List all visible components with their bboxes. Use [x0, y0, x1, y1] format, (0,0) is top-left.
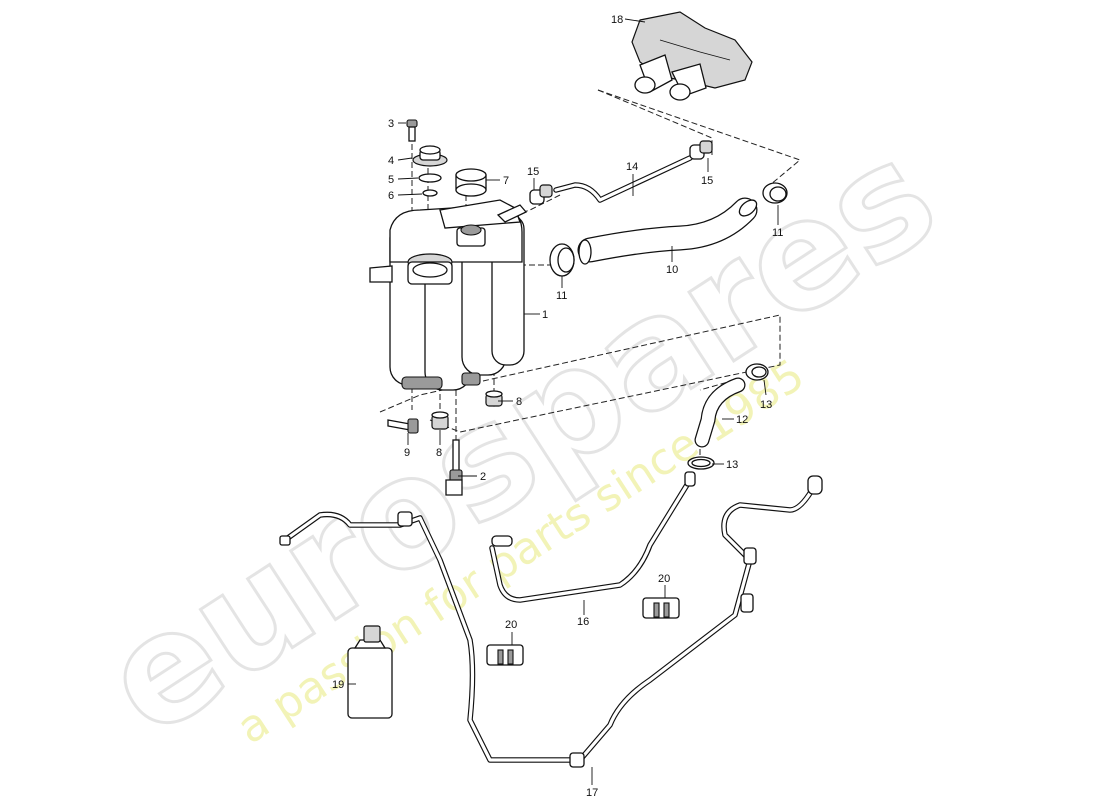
- callout-13-b: 13: [726, 459, 738, 471]
- callout-5: 5: [388, 174, 394, 186]
- callout-16: 16: [577, 616, 589, 628]
- part-12-elbow-hose: [694, 377, 746, 448]
- part-15-clamp: [529, 184, 553, 205]
- part-10-coolant-hose: [577, 197, 758, 265]
- part-15-clamp-b: [689, 140, 713, 160]
- callout-15: 15: [527, 166, 539, 178]
- part-11-clamp: [549, 243, 575, 277]
- callout-8: 8: [516, 396, 522, 408]
- callout-13: 13: [760, 399, 772, 411]
- part-14-hose: [553, 155, 693, 203]
- callout-11: 11: [556, 290, 567, 302]
- part-18-filler-housing: [631, 11, 753, 101]
- callout-7: 7: [503, 175, 509, 187]
- part-20-clip-b: [642, 597, 680, 619]
- part-9-bolt: [387, 418, 419, 434]
- callout-8-b: 8: [436, 447, 442, 459]
- part-7-filler-cap: [455, 168, 487, 197]
- callout-2: 2: [480, 471, 486, 483]
- part-13-clamp-b: [687, 456, 715, 470]
- part-13-clamp: [745, 363, 769, 381]
- callout-18: 18: [611, 14, 623, 26]
- part-17-long-pipe: [279, 475, 823, 768]
- callout-19: 19: [332, 679, 344, 691]
- callout-1: 1: [542, 309, 548, 321]
- part-8-grommet: [485, 390, 503, 407]
- callout-3: 3: [388, 118, 394, 130]
- callout-17: 17: [586, 787, 598, 799]
- callout-labels: 1 2 3 4 5 6 7 8 8 9 10 11 11 12 13 13 14…: [332, 14, 783, 799]
- callout-20: 20: [505, 619, 517, 631]
- part-11-clamp-b: [762, 182, 788, 204]
- part-4-valve-cap: [412, 145, 448, 167]
- callout-14: 14: [626, 161, 638, 173]
- callout-20-b: 20: [658, 573, 670, 585]
- part-1-expansion-tank: [369, 199, 528, 391]
- part-20-clip: [486, 644, 524, 666]
- callout-15-b: 15: [701, 175, 713, 187]
- leader-lines: [348, 18, 779, 785]
- part-16-pipe: [489, 471, 696, 603]
- part-5-seal-ring: [418, 173, 442, 183]
- callout-6: 6: [388, 190, 394, 202]
- callout-12: 12: [736, 414, 748, 426]
- part-8-grommet-b: [431, 411, 449, 430]
- callout-10: 10: [666, 264, 678, 276]
- callout-11-b: 11: [772, 227, 783, 239]
- part-3-bolt: [406, 119, 418, 142]
- part-2-level-sensor: [445, 439, 463, 496]
- callout-9: 9: [404, 447, 410, 459]
- part-19-coolant-bottle: [347, 625, 393, 719]
- callout-4: 4: [388, 155, 394, 167]
- part-6-o-ring: [422, 189, 438, 197]
